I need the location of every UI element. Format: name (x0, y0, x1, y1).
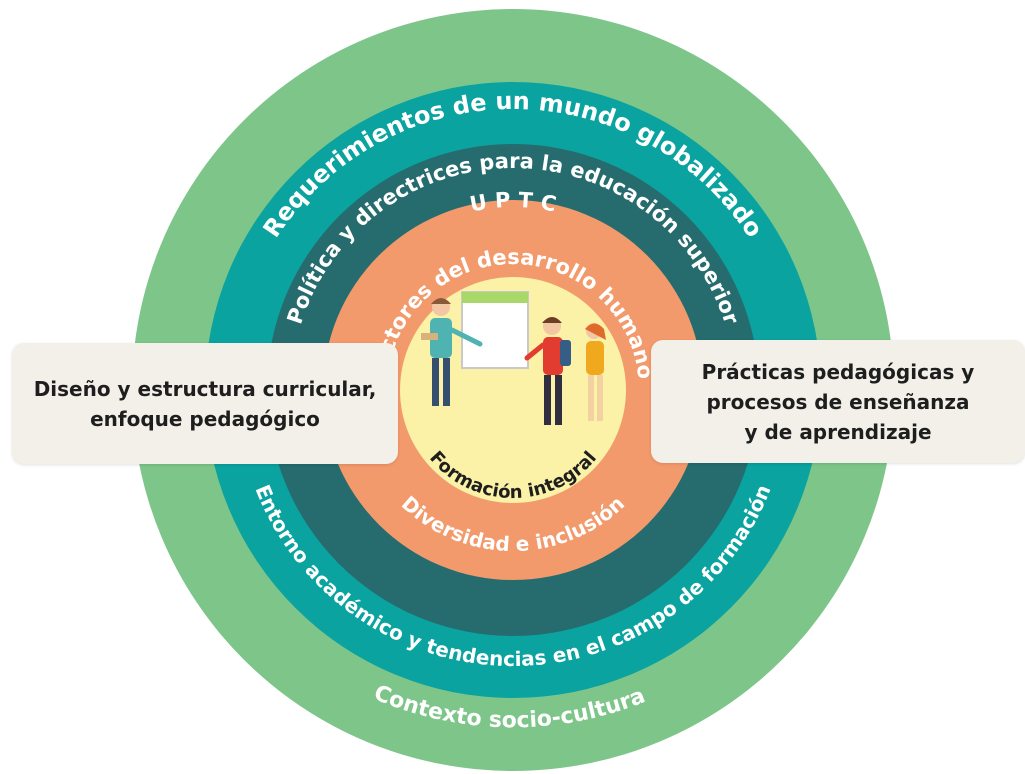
student-figure (524, 317, 571, 425)
right-callout-line: procesos de enseñanza (706, 389, 970, 414)
right-callout-line: Prácticas pedagógicas y (701, 359, 975, 384)
dark-ring-top-label: U P T C (468, 188, 559, 217)
flipchart-icon (461, 291, 529, 369)
teacher-figure (421, 298, 483, 406)
left-callout-text: Diseño y estructura curricular, enfoque … (34, 374, 377, 434)
left-callout-line: Diseño y estructura curricular, (33, 376, 377, 401)
teacher-students-illustration (421, 291, 606, 425)
left-callout-box: Diseño y estructura curricular, enfoque … (12, 343, 398, 464)
student-figure (585, 323, 606, 421)
left-callout-line: enfoque pedagógico (90, 406, 320, 431)
right-callout-box: Prácticas pedagógicas y procesos de ense… (651, 340, 1025, 463)
right-callout-line: y de aprendizaje (744, 419, 932, 444)
right-callout-text: Prácticas pedagógicas y procesos de ense… (702, 357, 975, 447)
svg-text:U P T C: U P T C (468, 188, 559, 217)
